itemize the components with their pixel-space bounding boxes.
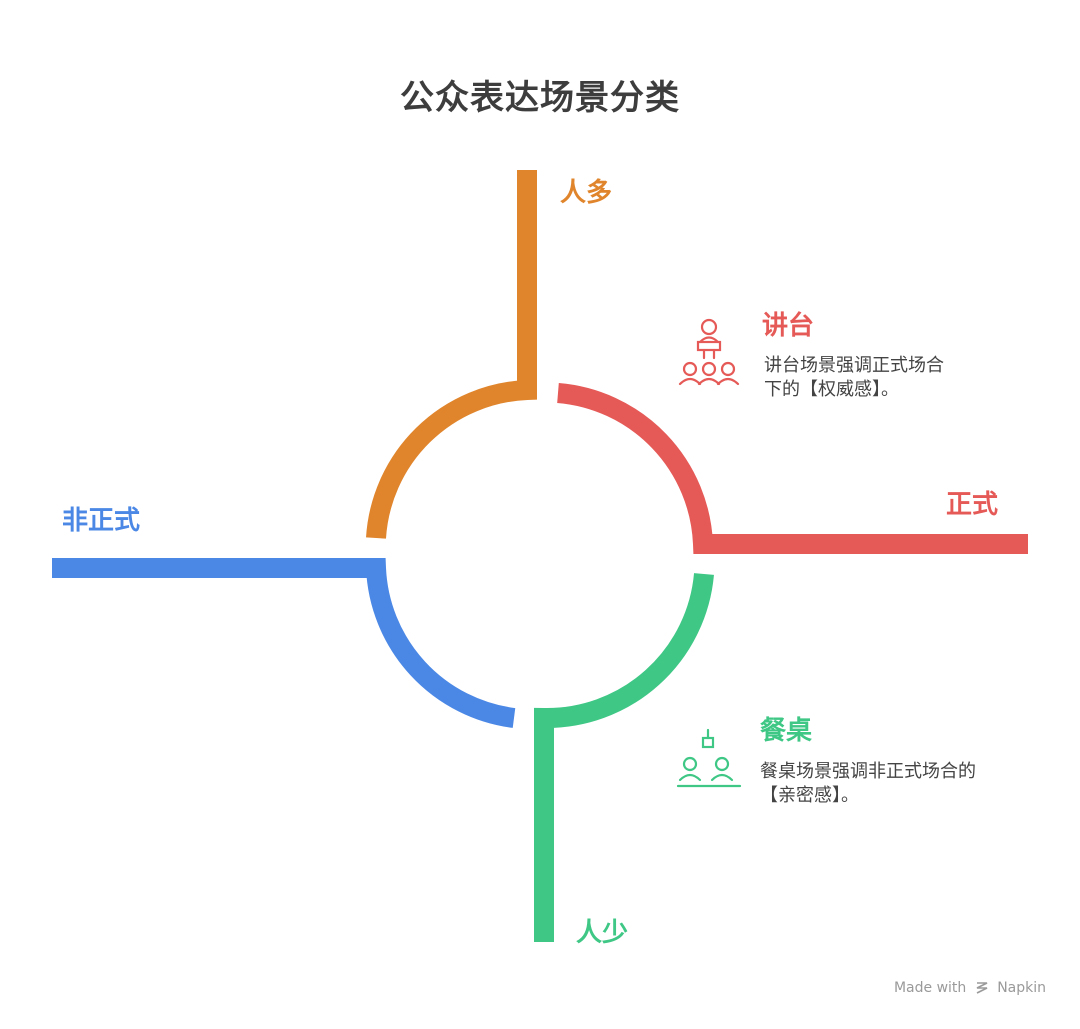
podium-audience-icon xyxy=(678,318,740,386)
napkin-brand-text: Napkin xyxy=(997,980,1046,996)
axis-arm-bottom xyxy=(534,573,714,942)
axis-arm-right xyxy=(557,383,1028,554)
podium-description: 讲台场景强调正式场合 下的【权威感】。 xyxy=(764,354,1024,402)
axis-arm-left xyxy=(52,558,516,728)
axis-label-top: 人多 xyxy=(560,178,613,208)
dining-table-description-line-1: 餐桌场景强调非正式场合的 xyxy=(760,761,976,782)
dining-table-description-line-2: 【亲密感】。 xyxy=(760,785,859,806)
axis-arm-top xyxy=(366,170,537,539)
dining-table-description: 餐桌场景强调非正式场合的 【亲密感】。 xyxy=(760,760,1040,808)
axis-label-left: 非正式 xyxy=(62,506,141,536)
made-with-text: Made with xyxy=(893,980,967,996)
dining-table-people-icon xyxy=(676,728,742,788)
diagram-title: 公众表达场景分类 xyxy=(400,78,680,118)
podium-title: 讲台 xyxy=(762,311,815,341)
podium-description-line-1: 讲台场景强调正式场合 xyxy=(764,355,944,376)
axis-label-right: 正式 xyxy=(946,490,999,520)
napkin-footer[interactable]: Made with Napkin xyxy=(894,980,1046,996)
podium-description-line-2: 下的【权威感】。 xyxy=(764,379,899,400)
axis-label-bottom: 人少 xyxy=(576,918,629,948)
dining-table-title: 餐桌 xyxy=(760,716,813,746)
napkin-logo-icon xyxy=(976,982,988,994)
